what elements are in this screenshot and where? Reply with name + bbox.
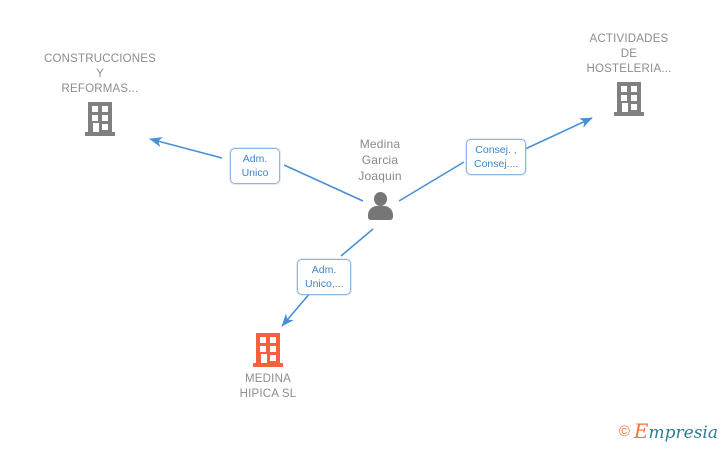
copyright-icon: © xyxy=(618,423,630,440)
building-icon[interactable] xyxy=(85,102,115,136)
node-company-hosteleria[interactable]: ACTIVIDADES DE HOSTELERIA... xyxy=(570,32,688,116)
building-icon[interactable] xyxy=(614,82,644,116)
empresia-watermark: © Empresia xyxy=(619,421,718,442)
node-label-construcciones: CONSTRUCCIONES Y REFORMAS... xyxy=(43,53,157,95)
edge-label-consej-hosteleria[interactable]: Consej. , Consej.... xyxy=(466,139,526,175)
building-icon[interactable] xyxy=(253,333,283,367)
node-label-person: Medina Garcia Joaquin xyxy=(358,137,402,183)
brand-initial: E xyxy=(633,419,649,443)
edge-label-adm-unico-medina-hipica[interactable]: Adm. Unico,... xyxy=(297,259,351,295)
node-label-hosteleria: ACTIVIDADES DE HOSTELERIA... xyxy=(586,33,672,75)
node-label-medina-hipica: MEDINA HIPICA SL xyxy=(239,373,297,400)
node-person-medina-garcia-joaquin[interactable]: Medina Garcia Joaquin xyxy=(330,136,430,223)
node-company-medina-hipica[interactable]: MEDINA HIPICA SL xyxy=(208,333,328,402)
brand-name: Empresia xyxy=(634,421,718,442)
brand-rest: mpresia xyxy=(648,423,719,443)
node-company-construcciones[interactable]: CONSTRUCCIONES Y REFORMAS... xyxy=(40,52,160,136)
edge-label-adm-unico-construcciones[interactable]: Adm. Unico xyxy=(230,148,280,184)
person-icon[interactable] xyxy=(363,189,397,223)
